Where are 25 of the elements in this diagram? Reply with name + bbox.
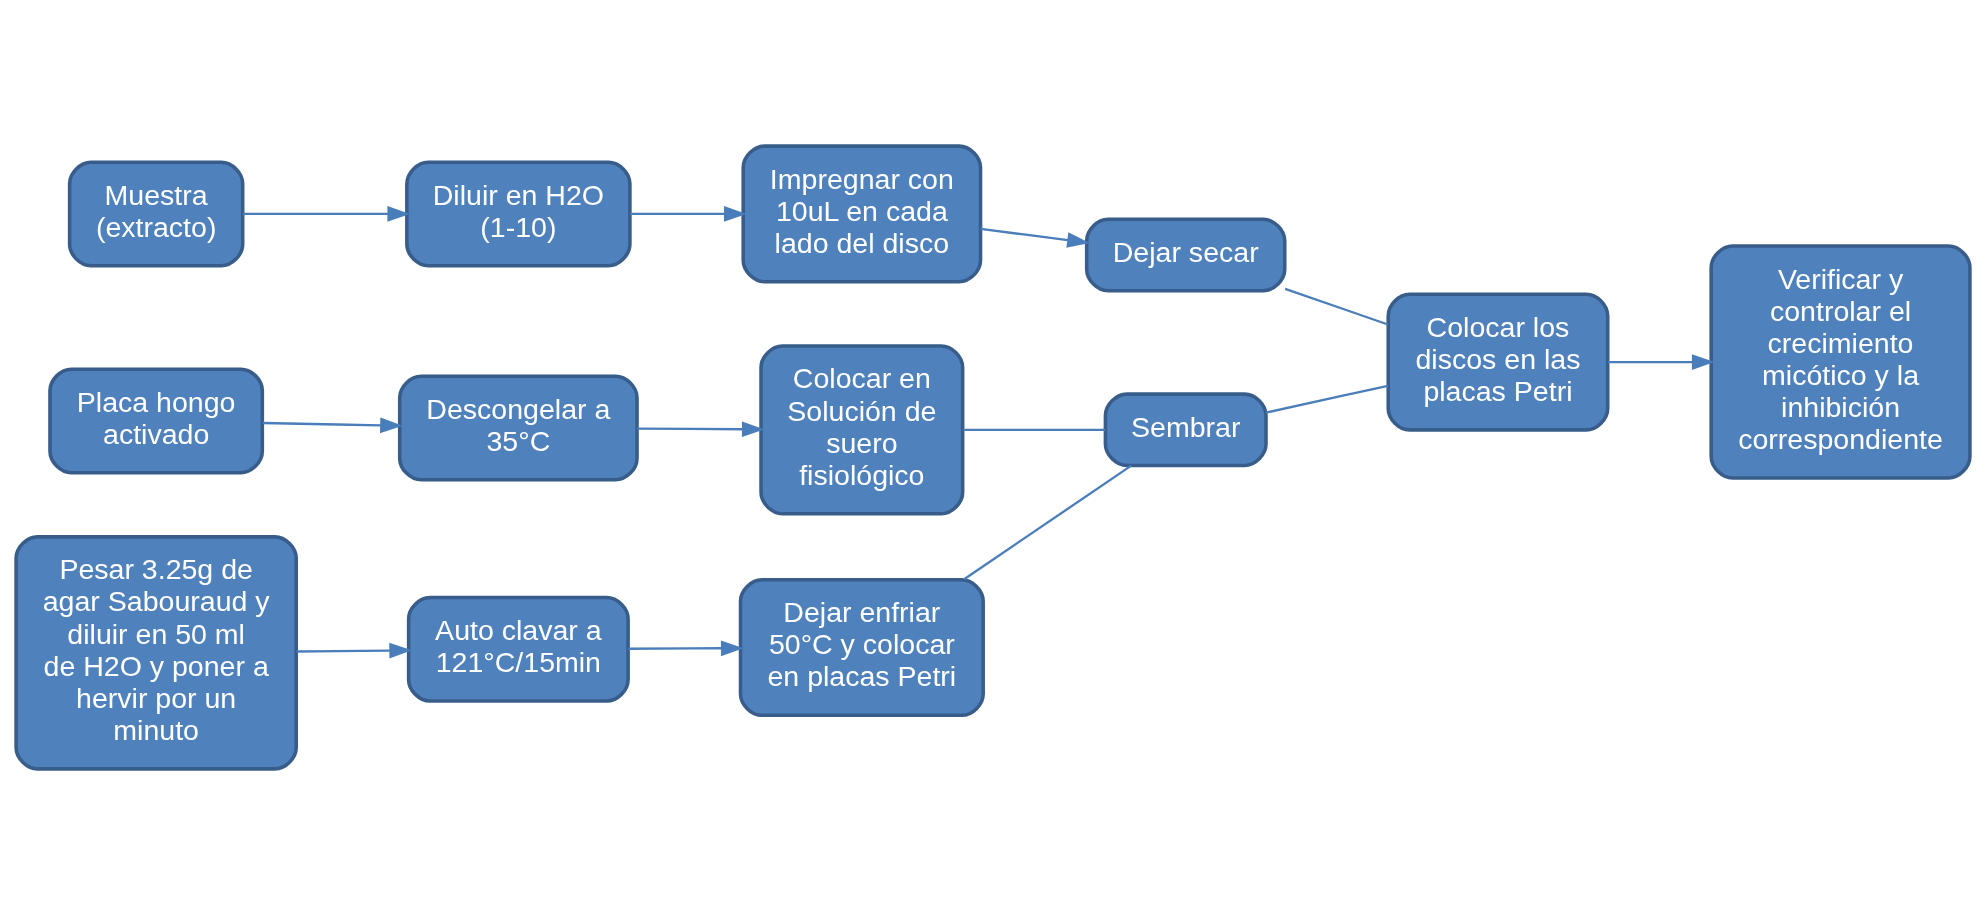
- connector: [963, 428, 1106, 431]
- node-box: Placa hongo activado: [48, 366, 265, 474]
- connector: [1284, 287, 1389, 326]
- node-box: Diluir en H2O (1-10): [405, 159, 632, 267]
- connector: [1265, 384, 1389, 414]
- node-box: Colocar en Solución de suero fisiológico: [759, 343, 965, 515]
- node-box: Descongelar a 35°C: [397, 374, 639, 482]
- node-box: Impregnar con 10uL en cada lado del disco: [741, 143, 983, 284]
- node-box: Colocar los discos en las placas Petri: [1386, 291, 1610, 432]
- node-box: Pesar 3.25g de agar Sabouraud y diluir en 50 ml de H2O y poner a hervir por un minuto: [14, 534, 298, 771]
- arrow: [262, 416, 403, 433]
- node-box: Auto clavar a 121°C/15min: [406, 595, 630, 703]
- node-box: Muestra (extracto): [67, 159, 245, 267]
- node-box: Verificar y controlar el crecimiento micótico y la inhibición correspondiente: [1709, 243, 1972, 480]
- arrow: [980, 227, 1090, 248]
- arrow: [630, 205, 747, 222]
- node-box: Dejar enfriar 50°C y colocar en placas Petri: [738, 577, 985, 717]
- node-box: Sembrar: [1103, 391, 1268, 467]
- node-box: Dejar secar: [1084, 217, 1287, 292]
- arrow: [628, 639, 744, 656]
- arrow: [637, 420, 765, 437]
- arrow: [1607, 353, 1715, 370]
- connector: [963, 464, 1132, 580]
- arrow: [296, 642, 412, 658]
- arrow: [242, 205, 410, 222]
